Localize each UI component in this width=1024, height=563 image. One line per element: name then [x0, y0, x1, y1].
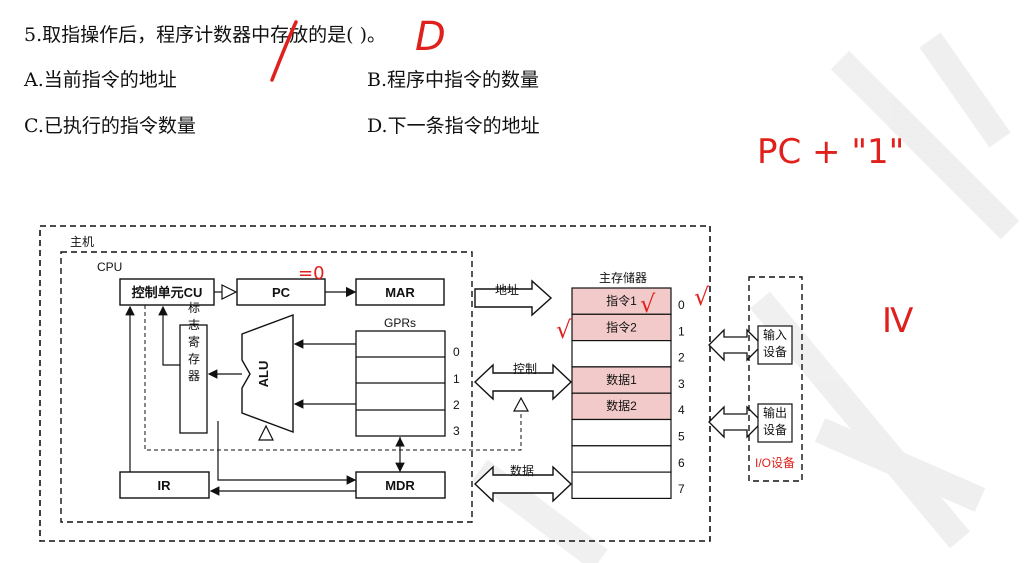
host-frame — [39, 225, 711, 542]
handwritten-four: Ⅳ — [882, 301, 914, 341]
mar-label: MAR — [385, 285, 415, 300]
watermark — [472, 32, 1020, 563]
cu-to-pc-arrow — [221, 284, 238, 300]
memory-cell — [571, 287, 672, 315]
memory-address: 1 — [678, 324, 685, 338]
alu-control-arrow — [258, 424, 274, 441]
gpr-index: 0 — [453, 345, 460, 359]
handwritten-check: √ — [640, 290, 656, 318]
host-label: 主机 — [70, 235, 94, 249]
handwritten-pc-note: PC + "1" — [757, 132, 904, 172]
alu-shape — [241, 313, 294, 434]
mdr-box — [355, 471, 446, 499]
control-up-arrow — [512, 396, 530, 412]
memory-cell-label: 数据1 — [606, 372, 637, 387]
gpr-index: 2 — [453, 398, 460, 412]
flag-register-label: 标志寄存器 — [187, 301, 201, 386]
memory-address: 3 — [678, 377, 685, 391]
address-bus-arrow — [474, 279, 553, 317]
mdr-label: MDR — [385, 478, 415, 493]
memory-cell — [571, 340, 672, 368]
memory-output-arrow — [708, 405, 763, 439]
memory-input-arrow — [708, 328, 763, 362]
control-unit-label: 控制单元CU — [132, 285, 203, 300]
memory-cell-label: 数据2 — [606, 398, 637, 413]
memory-cell-label: 指令2 — [606, 319, 637, 334]
memory-address: 5 — [678, 430, 685, 444]
output-device-box — [757, 403, 793, 443]
ir-label: IR — [158, 478, 172, 493]
memory-cells: 指令1 0 指令2 1 2 数据1 3 数据2 4 5 6 7 — [571, 287, 685, 500]
flag-register-box — [179, 324, 208, 434]
gpr-index: 3 — [453, 424, 460, 438]
io-label: I/O设备 — [755, 456, 795, 470]
io-frame — [748, 276, 803, 482]
memory-address: 7 — [678, 482, 685, 496]
gpr-register-file — [355, 330, 446, 437]
input-device-label: 输入设备 — [762, 328, 787, 359]
memory-cell — [571, 366, 672, 394]
memory-address: 0 — [678, 298, 685, 312]
option-b[interactable]: B.程序中指令的数量 — [367, 69, 540, 91]
option-d[interactable]: D.下一条指令的地址 — [367, 115, 540, 137]
memory-address: 6 — [678, 456, 685, 470]
memory-cell — [571, 313, 672, 342]
pc-label: PC — [272, 285, 291, 300]
alu-label: ALU — [256, 361, 271, 388]
cpu-label: CPU — [97, 260, 122, 274]
memory-cell — [571, 471, 672, 500]
handwritten-check: √ — [694, 283, 710, 311]
handwritten-check: √ — [556, 316, 572, 344]
question-stem: 5.取指操作后，程序计数器中存放的是( )。 — [24, 24, 386, 46]
option-a[interactable]: A.当前指令的地址 — [24, 69, 177, 91]
flag-to-cu-arrow — [158, 305, 180, 366]
memory-cell-label: 指令1 — [606, 293, 637, 308]
data-bus-arrow — [473, 465, 573, 503]
control-bus-label: 控制 — [513, 362, 537, 376]
memory-address: 2 — [678, 351, 685, 365]
control-bus-arrow — [473, 363, 573, 401]
memory-cell — [571, 392, 672, 421]
gpr-index: 1 — [453, 372, 460, 386]
address-bus-label: 地址 — [495, 283, 519, 297]
option-c[interactable]: C.已执行的指令数量 — [24, 115, 196, 137]
output-device-label: 输出设备 — [762, 406, 787, 437]
cpu-frame — [60, 251, 473, 523]
memory-cell — [571, 418, 672, 447]
ir-box — [119, 471, 210, 499]
handwritten-answer: D — [415, 14, 446, 60]
gprs-label: GPRs — [384, 316, 416, 330]
control-dashed-line — [144, 305, 522, 451]
control-unit-box — [119, 278, 215, 306]
handwritten-pc-value: =0 — [298, 263, 325, 284]
handwritten-slash — [270, 20, 298, 82]
pc-box — [236, 278, 326, 306]
memory-address: 4 — [678, 403, 685, 417]
mar-box — [355, 278, 445, 306]
data-bus-label: 数据 — [510, 463, 534, 478]
memory-label: 主存储器 — [599, 270, 647, 285]
alu-to-mdr-arrow — [217, 421, 357, 485]
memory-cell — [571, 445, 672, 473]
input-device-box — [757, 325, 793, 365]
